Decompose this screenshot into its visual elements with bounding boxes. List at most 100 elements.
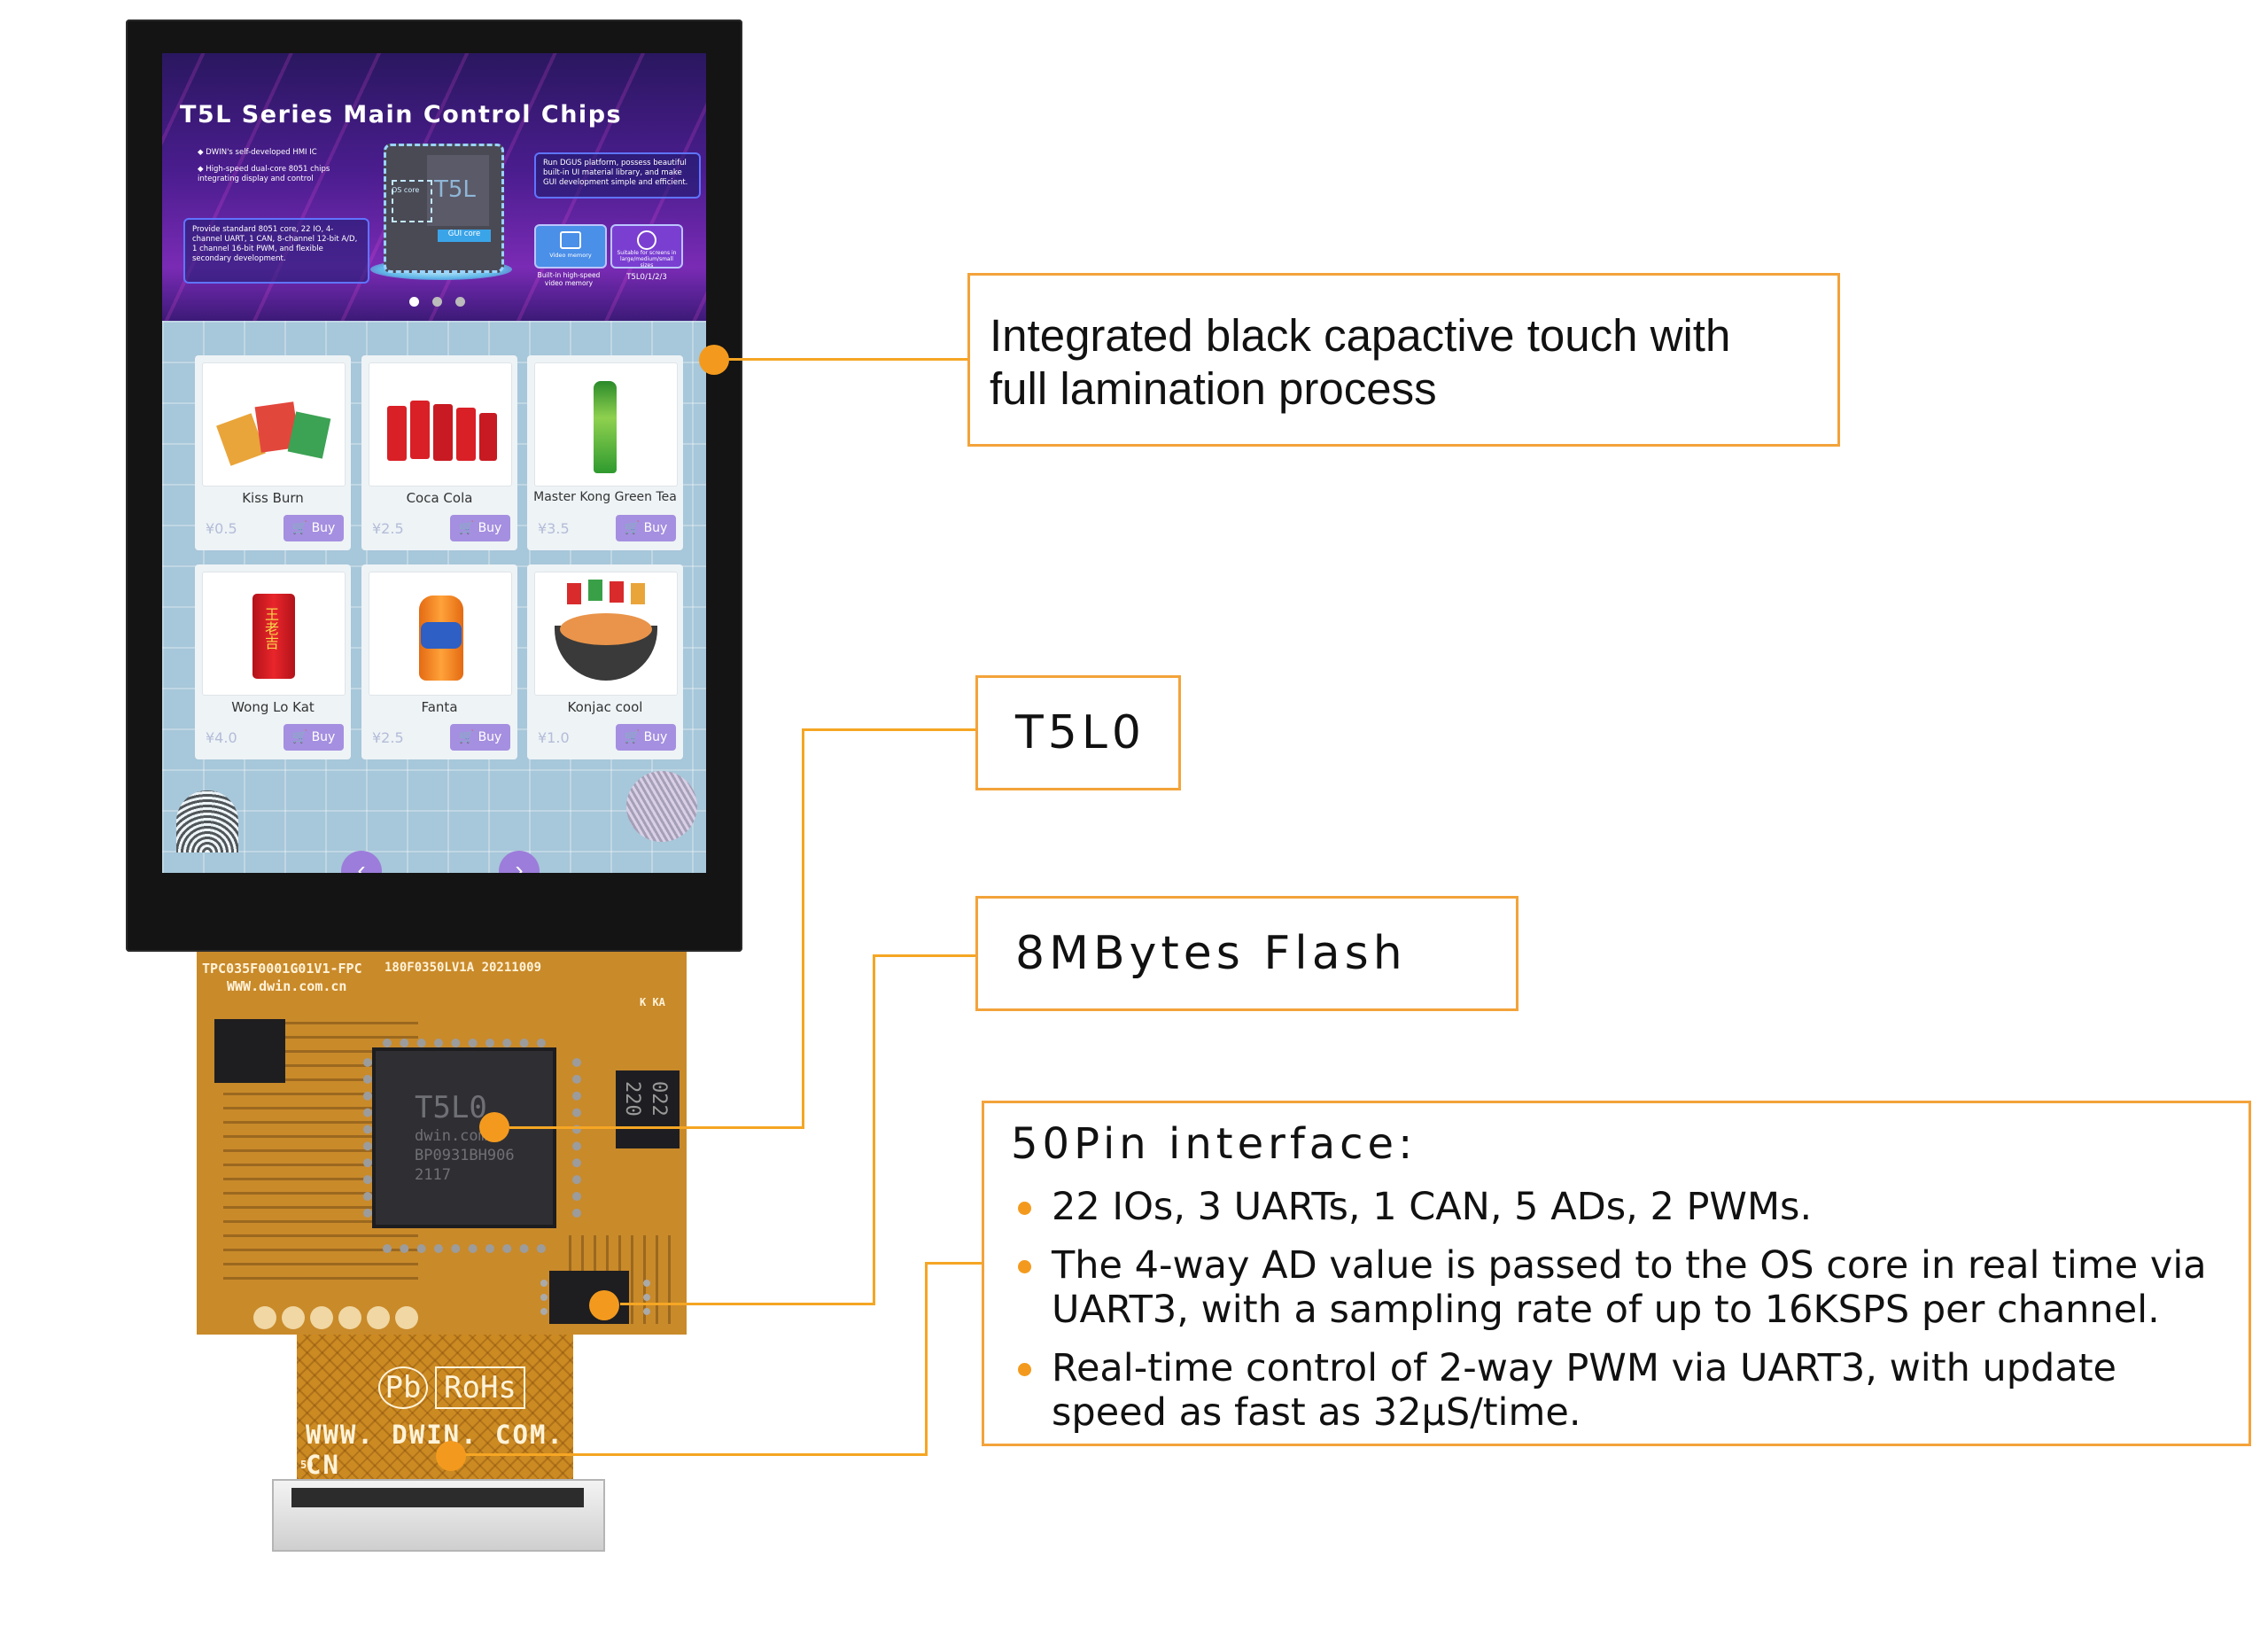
buy-label: Buy <box>311 730 336 744</box>
leader-line-flash <box>620 1303 874 1305</box>
product-image <box>534 362 678 487</box>
leader-line-interface <box>465 1453 927 1456</box>
banner-bullet-1-text: DWIN's self-developed HMI IC <box>206 148 317 157</box>
product-grid: Kiss Burn ¥0.5 🛒 Buy Coca Cola ¥2.5 🛒 Bu… <box>162 321 706 873</box>
banner-bullet-2: ◆ High-speed dual-core 8051 chips integr… <box>198 165 330 183</box>
product-card[interactable]: Master Kong Green Tea ¥3.5 🛒 Buy <box>527 355 683 550</box>
cola-can <box>410 401 430 459</box>
cola-cans-icon <box>387 406 407 461</box>
product-name: Konjac cool <box>567 699 643 715</box>
cola-can <box>456 408 476 461</box>
banner-left-box: Provide standard 8051 core, 22 IO, 4-cha… <box>183 218 369 284</box>
buy-button[interactable]: 🛒 Buy <box>450 724 510 751</box>
carousel-dot-3[interactable] <box>455 297 465 307</box>
product-name: Wong Lo Kat <box>231 699 315 715</box>
product-card[interactable]: 王老吉 Wong Lo Kat ¥4.0 🛒 Buy <box>195 564 351 759</box>
mcu-code: BP0931BH906 <box>415 1147 515 1164</box>
test-pad <box>395 1306 418 1329</box>
carousel-dot-1[interactable] <box>409 297 419 307</box>
pin-count-mark: 50 <box>300 1459 314 1471</box>
cart-icon: 🛒 <box>458 730 475 744</box>
touch-screen[interactable]: T5L Series Main Control Chips ◆ DWIN's s… <box>162 53 706 873</box>
interface-feature-list: 22 IOs, 3 UARTs, 1 CAN, 5 ADs, 2 PWMs. T… <box>1011 1185 2233 1449</box>
marker-flash <box>589 1290 619 1320</box>
banner-carousel[interactable]: T5L Series Main Control Chips ◆ DWIN's s… <box>162 53 706 321</box>
wave-decoration <box>176 790 238 852</box>
chip-label: T5L <box>434 176 476 203</box>
video-memory-caption: Built-in high-speed video memory <box>537 271 601 287</box>
product-name: Kiss Burn <box>242 490 304 506</box>
small-ic <box>214 1019 285 1083</box>
buy-button[interactable]: 🛒 Buy <box>616 515 676 541</box>
chip-core-block <box>427 155 489 226</box>
leader-line-mcu <box>509 1126 804 1129</box>
buy-button[interactable]: 🛒 Buy <box>284 515 344 541</box>
product-image <box>369 362 512 487</box>
product-image <box>369 572 512 696</box>
product-price: ¥2.5 <box>372 520 404 537</box>
product-price: ¥4.0 <box>206 729 237 746</box>
buy-label: Buy <box>643 730 668 744</box>
mcu-date-code: 2117 <box>415 1166 451 1184</box>
banner-right-box: Run DGUS platform, possess beautiful bui… <box>534 152 701 199</box>
buy-button[interactable]: 🛒 Buy <box>284 724 344 751</box>
leader-line-mcu <box>802 728 804 1129</box>
buy-label: Buy <box>478 730 502 744</box>
callout-touch-line-1: Integrated black capactive touch with <box>990 310 1731 361</box>
gui-core-label: GUI core <box>438 230 491 242</box>
fpc-connector <box>272 1479 605 1552</box>
callout-flash: 8MBytes Flash <box>975 896 1518 1011</box>
snack-bag-green <box>287 411 331 459</box>
buy-label: Buy <box>311 521 336 535</box>
fpc-board: TPC035F0001G01V1-FPC WWW.dwin.com.cn 180… <box>197 952 687 1335</box>
leader-line-flash <box>873 954 875 1305</box>
product-card[interactable]: Coca Cola ¥2.5 🛒 Buy <box>361 355 517 550</box>
product-image <box>534 572 678 696</box>
component-220-code: 220 <box>621 1081 643 1117</box>
leader-line-mcu <box>802 728 977 731</box>
product-price: ¥0.5 <box>206 520 237 537</box>
os-core-block <box>392 180 432 222</box>
component-220: 220 022 <box>616 1070 680 1148</box>
callout-touch-line-2: full lamination process <box>990 363 1437 414</box>
interface-feature-item: The 4-way AD value is passed to the OS c… <box>1011 1243 2233 1332</box>
callout-mcu: T5L0 <box>975 675 1181 790</box>
konjac-pack <box>610 581 624 603</box>
product-price: ¥2.5 <box>372 729 404 746</box>
marker-touch <box>699 345 729 375</box>
screen-sizes-icon: Suitable for screens in large/medium/sma… <box>610 224 683 269</box>
buy-button[interactable]: 🛒 Buy <box>450 515 510 541</box>
interface-feature-item: Real-time control of 2-way PWM via UART3… <box>1011 1346 2233 1435</box>
test-pad <box>253 1306 276 1329</box>
buy-label: Buy <box>643 521 668 535</box>
prev-page-button[interactable]: ‹ <box>341 851 382 873</box>
buy-button[interactable]: 🛒 Buy <box>616 724 676 751</box>
callout-flash-text: 8MBytes Flash <box>1015 927 1407 980</box>
product-card[interactable]: Fanta ¥2.5 🛒 Buy <box>361 564 517 759</box>
callout-mcu-text: T5L0 <box>1015 706 1146 759</box>
product-name: Master Kong Green Tea <box>533 490 677 504</box>
test-pad <box>338 1306 361 1329</box>
product-name: Fanta <box>421 699 458 715</box>
cart-icon: 🛒 <box>291 521 308 535</box>
callout-touch: Integrated black capactive touch with fu… <box>967 273 1840 447</box>
carousel-dot-2[interactable] <box>432 297 442 307</box>
tail-url: WWW. DWIN. COM. CN <box>306 1420 564 1480</box>
connector-slot <box>291 1488 584 1507</box>
buy-label: Buy <box>478 521 502 535</box>
leader-line-interface <box>925 1262 984 1265</box>
herbal-can-icon <box>252 594 295 679</box>
check-badge-icon <box>637 230 656 250</box>
konjac-pack <box>567 583 581 604</box>
leader-line-interface <box>925 1262 928 1456</box>
cart-icon: 🛒 <box>624 521 641 535</box>
test-pad <box>282 1306 305 1329</box>
product-card[interactable]: Kiss Burn ¥0.5 🛒 Buy <box>195 355 351 550</box>
product-card[interactable]: Konjac cool ¥1.0 🛒 Buy <box>527 564 683 759</box>
striped-circle-decoration <box>626 771 697 842</box>
memory-chip-icon <box>560 231 581 249</box>
banner-chip-graphic: OS core T5L GUI core <box>384 144 504 273</box>
banner-bullet-1: ◆ DWIN's self-developed HMI IC <box>198 148 317 157</box>
next-page-button[interactable]: › <box>499 851 540 873</box>
chevron-left-icon: ‹ <box>357 856 366 873</box>
